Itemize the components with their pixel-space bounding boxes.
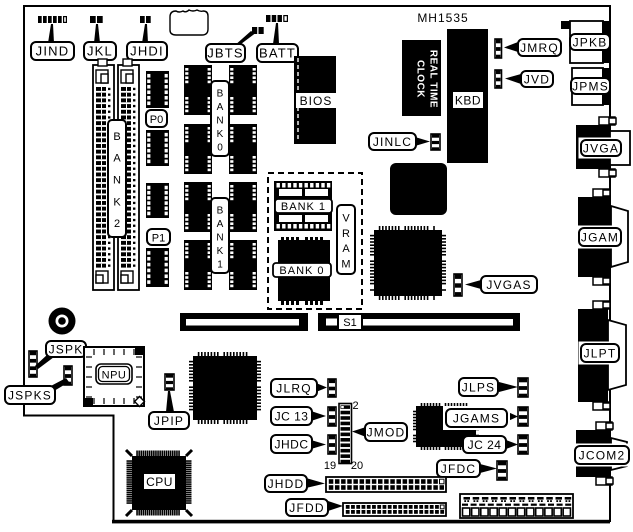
svg-text:JGAMS: JGAMS [453, 412, 500, 426]
svg-text:JC 24: JC 24 [468, 438, 502, 452]
svg-text:B: B [217, 206, 224, 217]
svg-text:JINLC: JINLC [373, 135, 412, 149]
svg-text:JVGAS: JVGAS [486, 278, 531, 292]
svg-text:JFDD: JFDD [289, 501, 324, 515]
svg-text:N: N [216, 116, 223, 127]
svg-text:JSPKS: JSPKS [8, 389, 52, 403]
svg-text:JHDD: JHDD [268, 477, 305, 491]
svg-text:2: 2 [114, 218, 120, 230]
svg-text:MH1535: MH1535 [417, 11, 468, 25]
svg-text:20: 20 [351, 460, 363, 472]
svg-text:JLPS: JLPS [462, 381, 495, 395]
svg-text:NPU: NPU [102, 370, 127, 382]
svg-text:A: A [113, 153, 121, 165]
svg-text:1: 1 [217, 259, 223, 270]
svg-text:B: B [217, 89, 224, 100]
svg-text:A: A [217, 219, 224, 230]
svg-text:BANK 1: BANK 1 [281, 201, 326, 213]
svg-text:JHDC: JHDC [275, 438, 309, 452]
svg-text:JPMS: JPMS [572, 80, 609, 94]
svg-text:M: M [341, 258, 350, 270]
svg-text:K: K [113, 196, 121, 208]
svg-text:JPKB: JPKB [573, 36, 608, 50]
svg-text:N: N [113, 175, 121, 187]
svg-text:V: V [342, 213, 350, 225]
svg-text:S1: S1 [343, 317, 356, 329]
svg-text:K: K [217, 246, 224, 257]
svg-text:BATT: BATT [259, 46, 296, 61]
svg-text:JSPK: JSPK [49, 343, 84, 357]
svg-text:R: R [342, 228, 350, 240]
svg-text:A: A [217, 102, 224, 113]
svg-text:19: 19 [324, 460, 336, 472]
svg-text:N: N [216, 233, 223, 244]
svg-text:JKL: JKL [87, 44, 113, 59]
svg-text:CPU: CPU [146, 475, 173, 489]
svg-text:JMRQ: JMRQ [520, 41, 559, 55]
svg-text:JGAM: JGAM [581, 231, 619, 245]
svg-text:JMOD: JMOD [367, 426, 406, 440]
svg-text:JBTS: JBTS [207, 46, 244, 61]
svg-text:0: 0 [217, 142, 223, 153]
svg-text:JFDC: JFDC [441, 462, 476, 476]
svg-text:P1: P1 [152, 233, 165, 245]
svg-text:JLRQ: JLRQ [276, 382, 311, 396]
svg-text:BANK 0: BANK 0 [279, 265, 324, 277]
svg-text:REAL TIMECLOCK: REAL TIMECLOCK [415, 50, 439, 108]
svg-text:P0: P0 [150, 114, 163, 126]
svg-text:KBD: KBD [455, 94, 481, 108]
svg-text:JIND: JIND [36, 44, 70, 59]
svg-text:JLPT: JLPT [584, 347, 617, 361]
svg-text:JVD: JVD [524, 73, 550, 87]
svg-text:JCOM2: JCOM2 [579, 449, 626, 463]
svg-text:B: B [113, 131, 120, 143]
svg-text:JPIP: JPIP [154, 414, 184, 428]
svg-text:JC 13: JC 13 [275, 410, 309, 424]
svg-text:K: K [217, 129, 224, 140]
svg-text:JHDI: JHDI [130, 44, 164, 59]
svg-text:BIOS: BIOS [300, 94, 333, 108]
svg-text:JVGA: JVGA [583, 142, 619, 156]
svg-text:2: 2 [352, 400, 358, 412]
svg-text:A: A [342, 243, 350, 255]
